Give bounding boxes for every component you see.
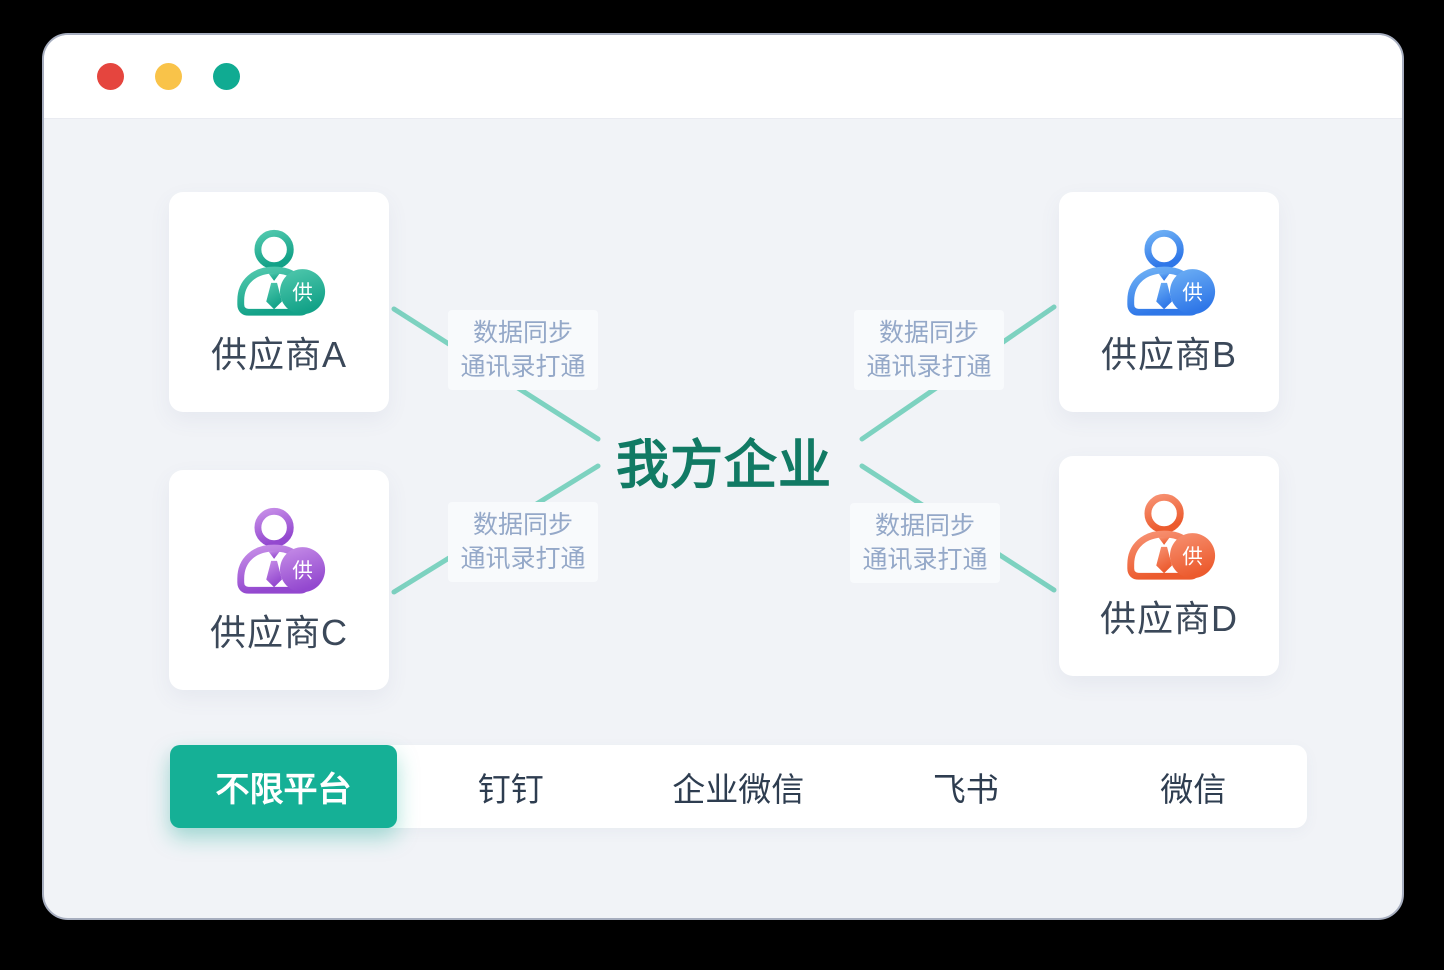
supplier-name: 供应商B (1100, 334, 1237, 375)
connection-label-bottom-right: 数据同步 通讯录打通 (850, 503, 1000, 583)
supplier-person-icon: 供 (237, 507, 326, 594)
center-company-label: 我方企业 (616, 436, 832, 495)
tab-feishu[interactable]: 飞书 (932, 770, 999, 808)
connection-label-line2: 通讯录打通 (862, 546, 988, 574)
supplier-card-d: 供 供应商D (1059, 456, 1279, 676)
supplier-card-a: 供 供应商A (169, 192, 389, 412)
platform-tabbar: 不限平台 钉钉 企业微信 飞书 微信 (170, 745, 1307, 828)
connection-label-line1: 数据同步 (874, 512, 975, 540)
connection-label-line2: 通讯录打通 (866, 353, 992, 381)
close-button[interactable] (97, 63, 124, 90)
supplier-person-icon: 供 (1127, 493, 1216, 580)
connection-label-top-right: 数据同步 通讯录打通 (854, 310, 1004, 390)
tab-wechat[interactable]: 微信 (1160, 770, 1227, 808)
connection-label-line2: 通讯录打通 (460, 353, 586, 381)
supplier-badge (1169, 533, 1216, 579)
connection-label-top-left: 数据同步 通讯录打通 (448, 310, 598, 390)
supplier-name: 供应商A (210, 334, 347, 375)
supplier-badge (279, 547, 326, 593)
zoom-button[interactable] (213, 63, 240, 90)
supplier-card-b: 供 供应商B (1059, 192, 1279, 412)
supplier-badge-text: 供 (1182, 546, 1203, 569)
supplier-name: 供应商C (210, 612, 348, 653)
app-window: 供 供应商A 供 供应商B (42, 33, 1404, 920)
connection-label-line1: 数据同步 (878, 319, 979, 347)
supplier-badge (1169, 269, 1216, 315)
tab-dingtalk[interactable]: 钉钉 (477, 770, 544, 808)
supplier-badge-text: 供 (292, 282, 313, 305)
connection-label-bottom-left: 数据同步 通讯录打通 (448, 502, 598, 582)
diagram-canvas: 供 供应商A 供 供应商B (44, 119, 1402, 918)
connection-label-line1: 数据同步 (472, 319, 573, 347)
connection-label-line1: 数据同步 (472, 511, 573, 539)
supplier-badge-text: 供 (1182, 282, 1203, 305)
connection-label-line2: 通讯录打通 (460, 545, 586, 573)
window-titlebar (44, 35, 1402, 119)
supplier-badge (279, 269, 326, 315)
supplier-person-icon: 供 (1127, 229, 1216, 316)
supplier-badge-text: 供 (292, 560, 313, 583)
supplier-name: 供应商D (1100, 598, 1238, 639)
minimize-button[interactable] (155, 63, 182, 90)
supplier-card-c: 供 供应商C (169, 470, 389, 690)
tab-wecom[interactable]: 企业微信 (672, 770, 805, 808)
tab-all-platforms[interactable]: 不限平台 (170, 745, 397, 828)
supplier-person-icon: 供 (237, 229, 326, 316)
